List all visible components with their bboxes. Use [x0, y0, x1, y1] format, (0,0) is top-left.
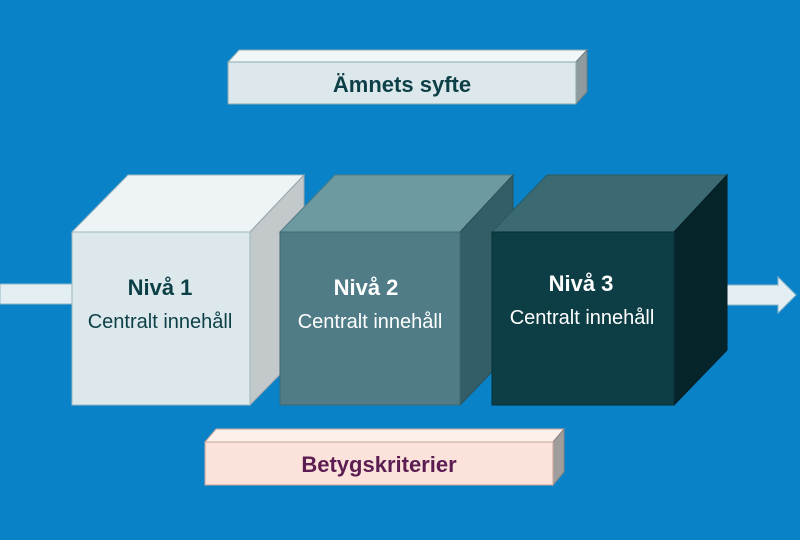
level-3-subtitle: Centralt innehåll	[510, 307, 655, 329]
level-1-subtitle: Centralt innehåll	[88, 311, 233, 333]
outgoing-arrow	[725, 275, 797, 315]
level-3-cube: Nivå 3 Centralt innehåll	[490, 173, 729, 407]
grading-criteria-label: Betygskriterier	[301, 452, 457, 477]
level-2-subtitle: Centralt innehåll	[298, 311, 443, 333]
level-1-title: Nivå 1	[128, 275, 193, 300]
level-3-title: Nivå 3	[549, 271, 614, 296]
level-2-title: Nivå 2	[334, 275, 399, 300]
incoming-arrow	[0, 283, 75, 305]
subject-purpose-bar: Ämnets syfte	[226, 48, 589, 106]
level-2-cube: Nivå 2 Centralt innehåll	[278, 173, 515, 407]
subject-purpose-label: Ämnets syfte	[333, 72, 471, 97]
level-1-cube: Nivå 1 Centralt innehåll	[70, 173, 306, 407]
grading-criteria-bar: Betygskriterier	[203, 427, 566, 487]
